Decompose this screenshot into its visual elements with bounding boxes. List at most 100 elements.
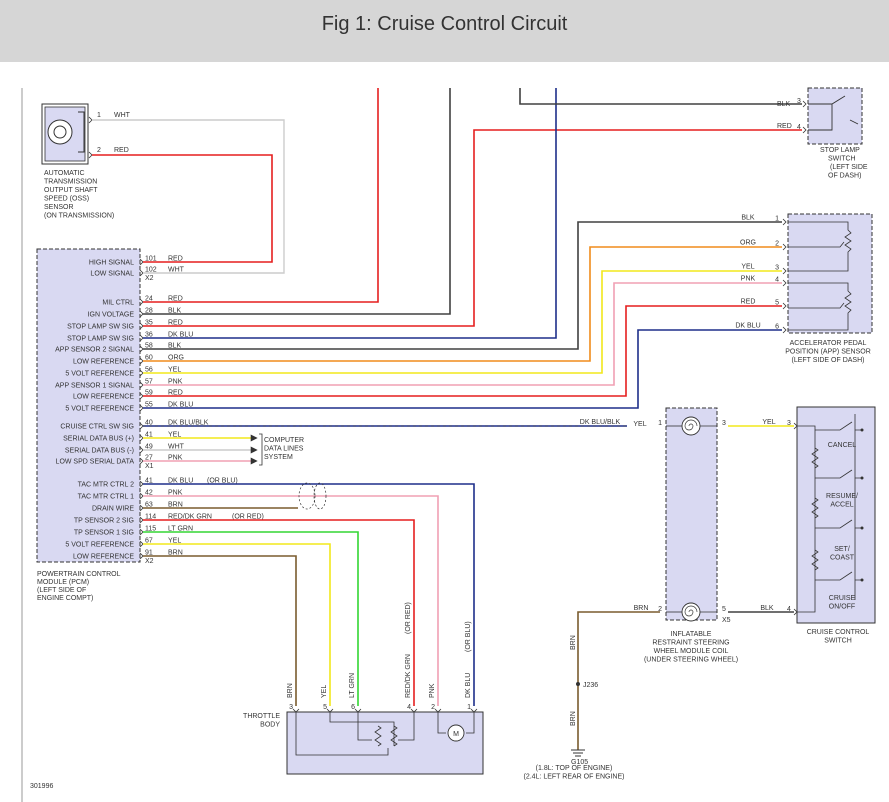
pcm-signal-label: CRUISE CTRL SW SIG [60,424,134,431]
pcm-pin-number: 115 [145,526,156,533]
pcm-wire-color-label: PNK [168,455,183,462]
pcm-connector-label: X2 [145,275,154,282]
ground-symbol-icon [571,749,585,757]
throttle-wire-label: LT GRN [349,673,356,698]
clockspring-box [665,407,718,621]
pcm-wire-color-label: ORG [168,355,184,362]
oss-sensor-icon [47,119,73,145]
cruise-switch-contact-dot [860,578,864,582]
ground-wire-label: BRN [570,635,577,650]
pcm-caption: (LEFT SIDE OF [37,587,86,594]
clockspring-pin-number: 1 [658,420,662,427]
data-line-bracket [259,433,263,466]
throttle-wire-label: PNK [429,683,436,698]
app-pin-stub [782,243,787,251]
ground-brn-wire [577,611,660,750]
oss-sensor-coil-icon [78,111,85,153]
cruise-switch-position-label: COAST [830,555,855,562]
pcm-pin-stub [139,369,144,377]
throttle-pin-number: 1 [467,704,471,711]
throttle-wire-label: RED/DK GRN [405,654,412,698]
oss-wire-label: WHT [114,112,131,119]
oss-wire-label: RED [114,147,129,154]
oss-caption: AUTOMATIC [44,170,85,177]
cruise-switch-contact-dot [860,526,864,530]
clockspring-label-bg [627,419,663,429]
stop-lamp-blk-wire [519,88,802,105]
pcm-connector-label: X1 [145,463,154,470]
ign-voltage-wire [143,88,451,315]
throttle-pin-number: 6 [351,704,355,711]
pcm-pin-number: 60 [145,355,153,362]
cruise-switch-contact-dot [860,428,864,432]
app-sensor2-signal-wire [143,221,782,350]
pcm-wire-color-label: YEL [168,432,181,439]
cruise-switch-contact-dot [860,476,864,480]
pcm-pin-number: 40 [145,420,153,427]
cruise-switch-resistor-icon [811,497,819,519]
pcm-pin-number: 36 [145,332,153,339]
splice-label: J236 [583,682,598,689]
throttle-potentiometer-icon [374,725,398,747]
pcm-wire-alt-label: (OR RED) [232,514,264,521]
pcm-signal-label: 5 VOLT REFERENCE [65,542,134,549]
oss-caption: SENSOR [44,204,74,211]
app-sensor-box [787,213,873,334]
pcm-pin-number: 35 [145,320,153,327]
stop-lamp-pin-number: 4 [797,124,801,131]
pcm-pin-number: 63 [145,502,153,509]
stop-lamp-red-wire [143,129,802,327]
app-pin-stub [782,279,787,287]
pcm-signal-label: HIGH SIGNAL [89,260,134,267]
oss-pin-number: 2 [97,147,101,154]
pcm-caption: POWERTRAIN CONTROL [37,571,121,578]
pcm-connector-label: X2 [145,558,154,565]
oss-caption: OUTPUT SHAFT [44,187,98,194]
app-pin-stub [782,302,787,310]
pcm-pin-number: 67 [145,538,153,545]
throttle-body-caption: BODY [260,722,280,729]
throttle-body-caption: THROTTLE [243,713,280,720]
pcm-signal-label: 5 VOLT REFERENCE [65,406,134,413]
pcm-caption: MODULE (PCM) [37,579,89,586]
cruise-switch-pin-number: 3 [787,420,791,427]
pcm-signal-label: STOP LAMP SW SIG [67,336,134,343]
app-wire-label: ORG [740,240,756,247]
clockspring-caption: RESTRAINT STEERING [652,640,729,647]
pcm-pin-number: 28 [145,308,153,315]
pcm-wire-color-label: BLK [168,343,182,350]
cruise-switch-caption: CRUISE CONTROL [807,629,870,636]
throttle-wire-label: BRN [287,683,294,698]
cruise-wire-label: BLK [760,605,774,612]
pcm-pin-number: 59 [145,390,153,397]
oss-high-signal-wire [92,154,273,263]
pcm-signal-label: SERIAL DATA BUS (-) [65,448,134,455]
stop-lamp-wire-label: BLK [777,101,791,108]
pcm-wire-color-label: BLK [168,308,182,315]
stop-lamp-caption: (LEFT SIDE [830,164,868,171]
cruise-switch-resistor-icon [811,447,819,469]
data-line-arrow-icon [250,434,258,442]
app-wire-label: RED [741,299,756,306]
app-low-ref2-wire [143,305,782,397]
cruise-switch-position-label: ACCEL [830,502,853,509]
oss-sensor-icon-inner [53,125,67,139]
pcm-pin-number: 55 [145,402,153,409]
pcm-signal-label: TAC MTR CTRL 2 [78,482,134,489]
clockspring-pin-number: 5 [722,606,726,613]
oss-pin-stub [88,151,93,159]
pcm-signal-label: MIL CTRL [102,300,134,307]
pcm-wire-color-label: BRN [168,550,183,557]
pcm-signal-label: APP SENSOR 2 SIGNAL [55,347,134,354]
pcm-pin-number: 41 [145,432,153,439]
computer-data-lines-label: SYSTEM [264,454,293,461]
figure-header: Fig 1: Cruise Control Circuit [0,0,889,62]
pcm-signal-label: LOW SIGNAL [90,271,134,278]
pcm-signal-label: TAC MTR CTRL 1 [78,494,134,501]
app-sensor-caption: POSITION (APP) SENSOR [785,349,871,356]
stop-lamp-caption: OF DASH) [828,173,861,180]
pcm-pin-number: 49 [145,444,153,451]
clockspring-spiral-icon [684,605,698,617]
pcm-signal-label: APP SENSOR 1 SIGNAL [55,383,134,390]
app-wire-label: DK BLU [735,323,760,330]
